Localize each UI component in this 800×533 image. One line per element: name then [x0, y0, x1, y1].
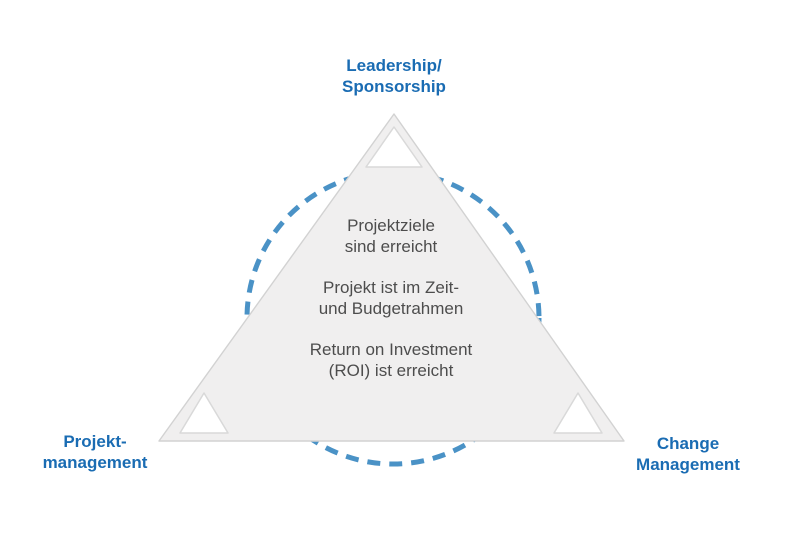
triangle-statements: Projektziele sind erreicht Projekt ist i…	[310, 215, 473, 381]
statement-project-goals-line1: Projektziele	[347, 216, 435, 235]
statement-roi-line1: Return on Investment	[309, 340, 473, 359]
label-change-management: Change Management	[636, 433, 740, 475]
label-change-management-line1: Change	[656, 434, 720, 453]
main-triangle-shape	[158, 113, 625, 442]
label-projektmanagement: Projekt- management	[43, 431, 148, 473]
statement-roi: Return on Investment (ROI) ist erreicht	[310, 339, 473, 381]
statement-roi-line2: (ROI) ist erreicht	[328, 361, 454, 380]
label-projektmanagement-line1: Projekt-	[63, 432, 127, 451]
label-leadership-line1: Leadership/	[346, 56, 442, 75]
statement-time-budget: Projekt ist im Zeit- und Budgetrahmen	[310, 277, 473, 319]
label-change-management-line2: Management	[636, 455, 740, 474]
cutout-triangle-bottom-left-icon	[179, 392, 229, 434]
label-projektmanagement-line2: management	[42, 453, 148, 472]
cutout-triangle-bottom-right-icon	[553, 392, 603, 434]
label-leadership-sponsorship: Leadership/ Sponsorship	[342, 55, 446, 97]
cutout-triangle-top-icon	[365, 126, 423, 168]
label-leadership-line2: Sponsorship	[342, 77, 446, 96]
statement-project-goals-line2: sind erreicht	[344, 237, 438, 256]
statement-time-budget-line2: und Budgetrahmen	[318, 299, 464, 318]
statement-project-goals: Projektziele sind erreicht	[310, 215, 473, 257]
statement-time-budget-line1: Projekt ist im Zeit-	[322, 278, 460, 297]
